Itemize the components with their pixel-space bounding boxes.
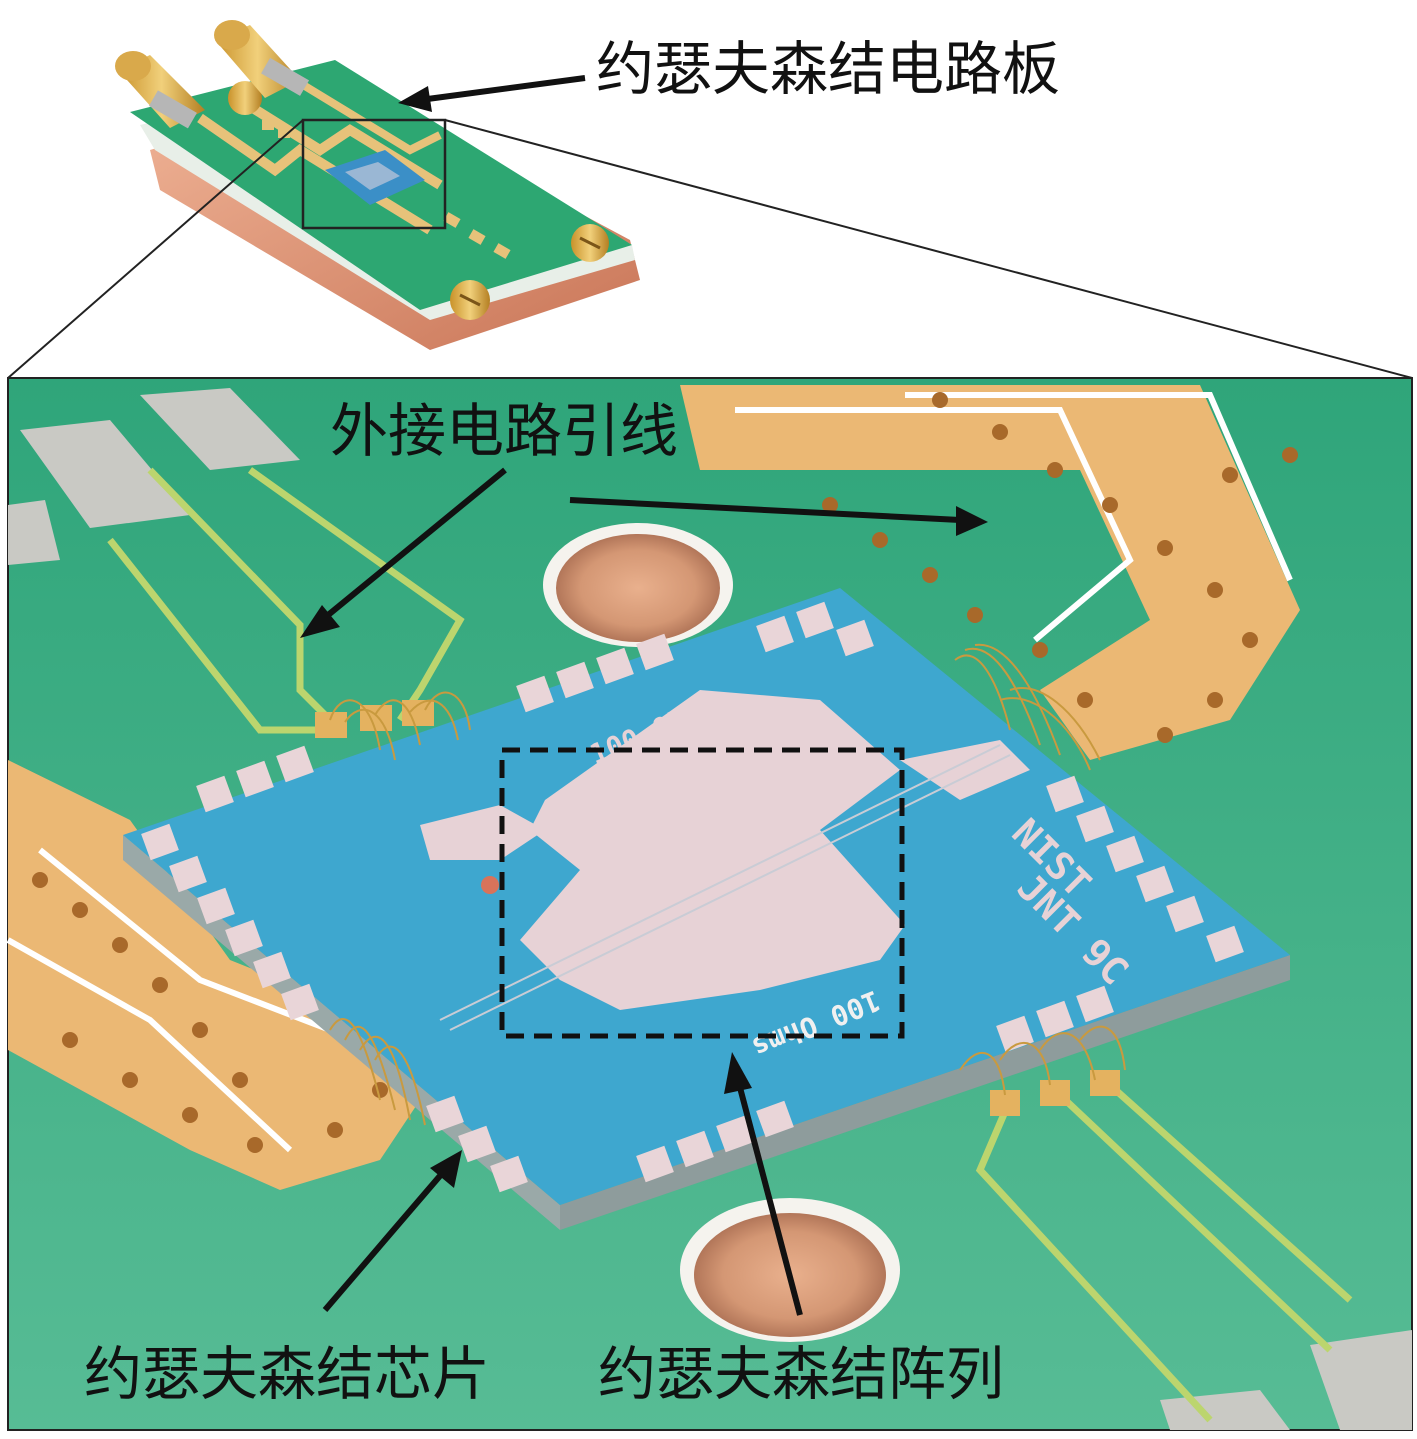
via-hole-icon (32, 392, 1298, 1153)
arrow-chip (322, 1150, 462, 1312)
wire-bond (315, 643, 1126, 1126)
zoomed-photo: 100 Ohms 100 Ohms NIST JNT 9C (6, 377, 1413, 1431)
sma-connector-icon (115, 20, 310, 129)
lead-trace (107, 467, 1353, 1423)
label-leads: 外接电路引线 (330, 397, 679, 465)
label-chip: 约瑟夫森结芯片 (84, 1340, 491, 1408)
arrow-array (724, 1052, 803, 1316)
label-board: 约瑟夫森结电路板 (596, 35, 1061, 103)
bond-pad (141, 601, 1244, 1193)
array-region-box (499, 747, 905, 1039)
arrow-leads-right (569, 497, 988, 536)
label-array: 约瑟夫森结阵列 (598, 1340, 1005, 1408)
arrow-leads-left (300, 467, 507, 638)
gold-trace-top-right (680, 385, 1300, 760)
zoom-line-right (444, 119, 1413, 379)
zoom-box (301, 118, 447, 230)
gold-trace-bottom-left (6, 760, 420, 1190)
arrow-board (398, 75, 586, 112)
zoom-line-left (7, 119, 304, 379)
board-photo (115, 20, 640, 350)
silver-pad (8, 388, 300, 565)
array-pad (520, 690, 905, 1010)
screw-icon (228, 81, 609, 320)
